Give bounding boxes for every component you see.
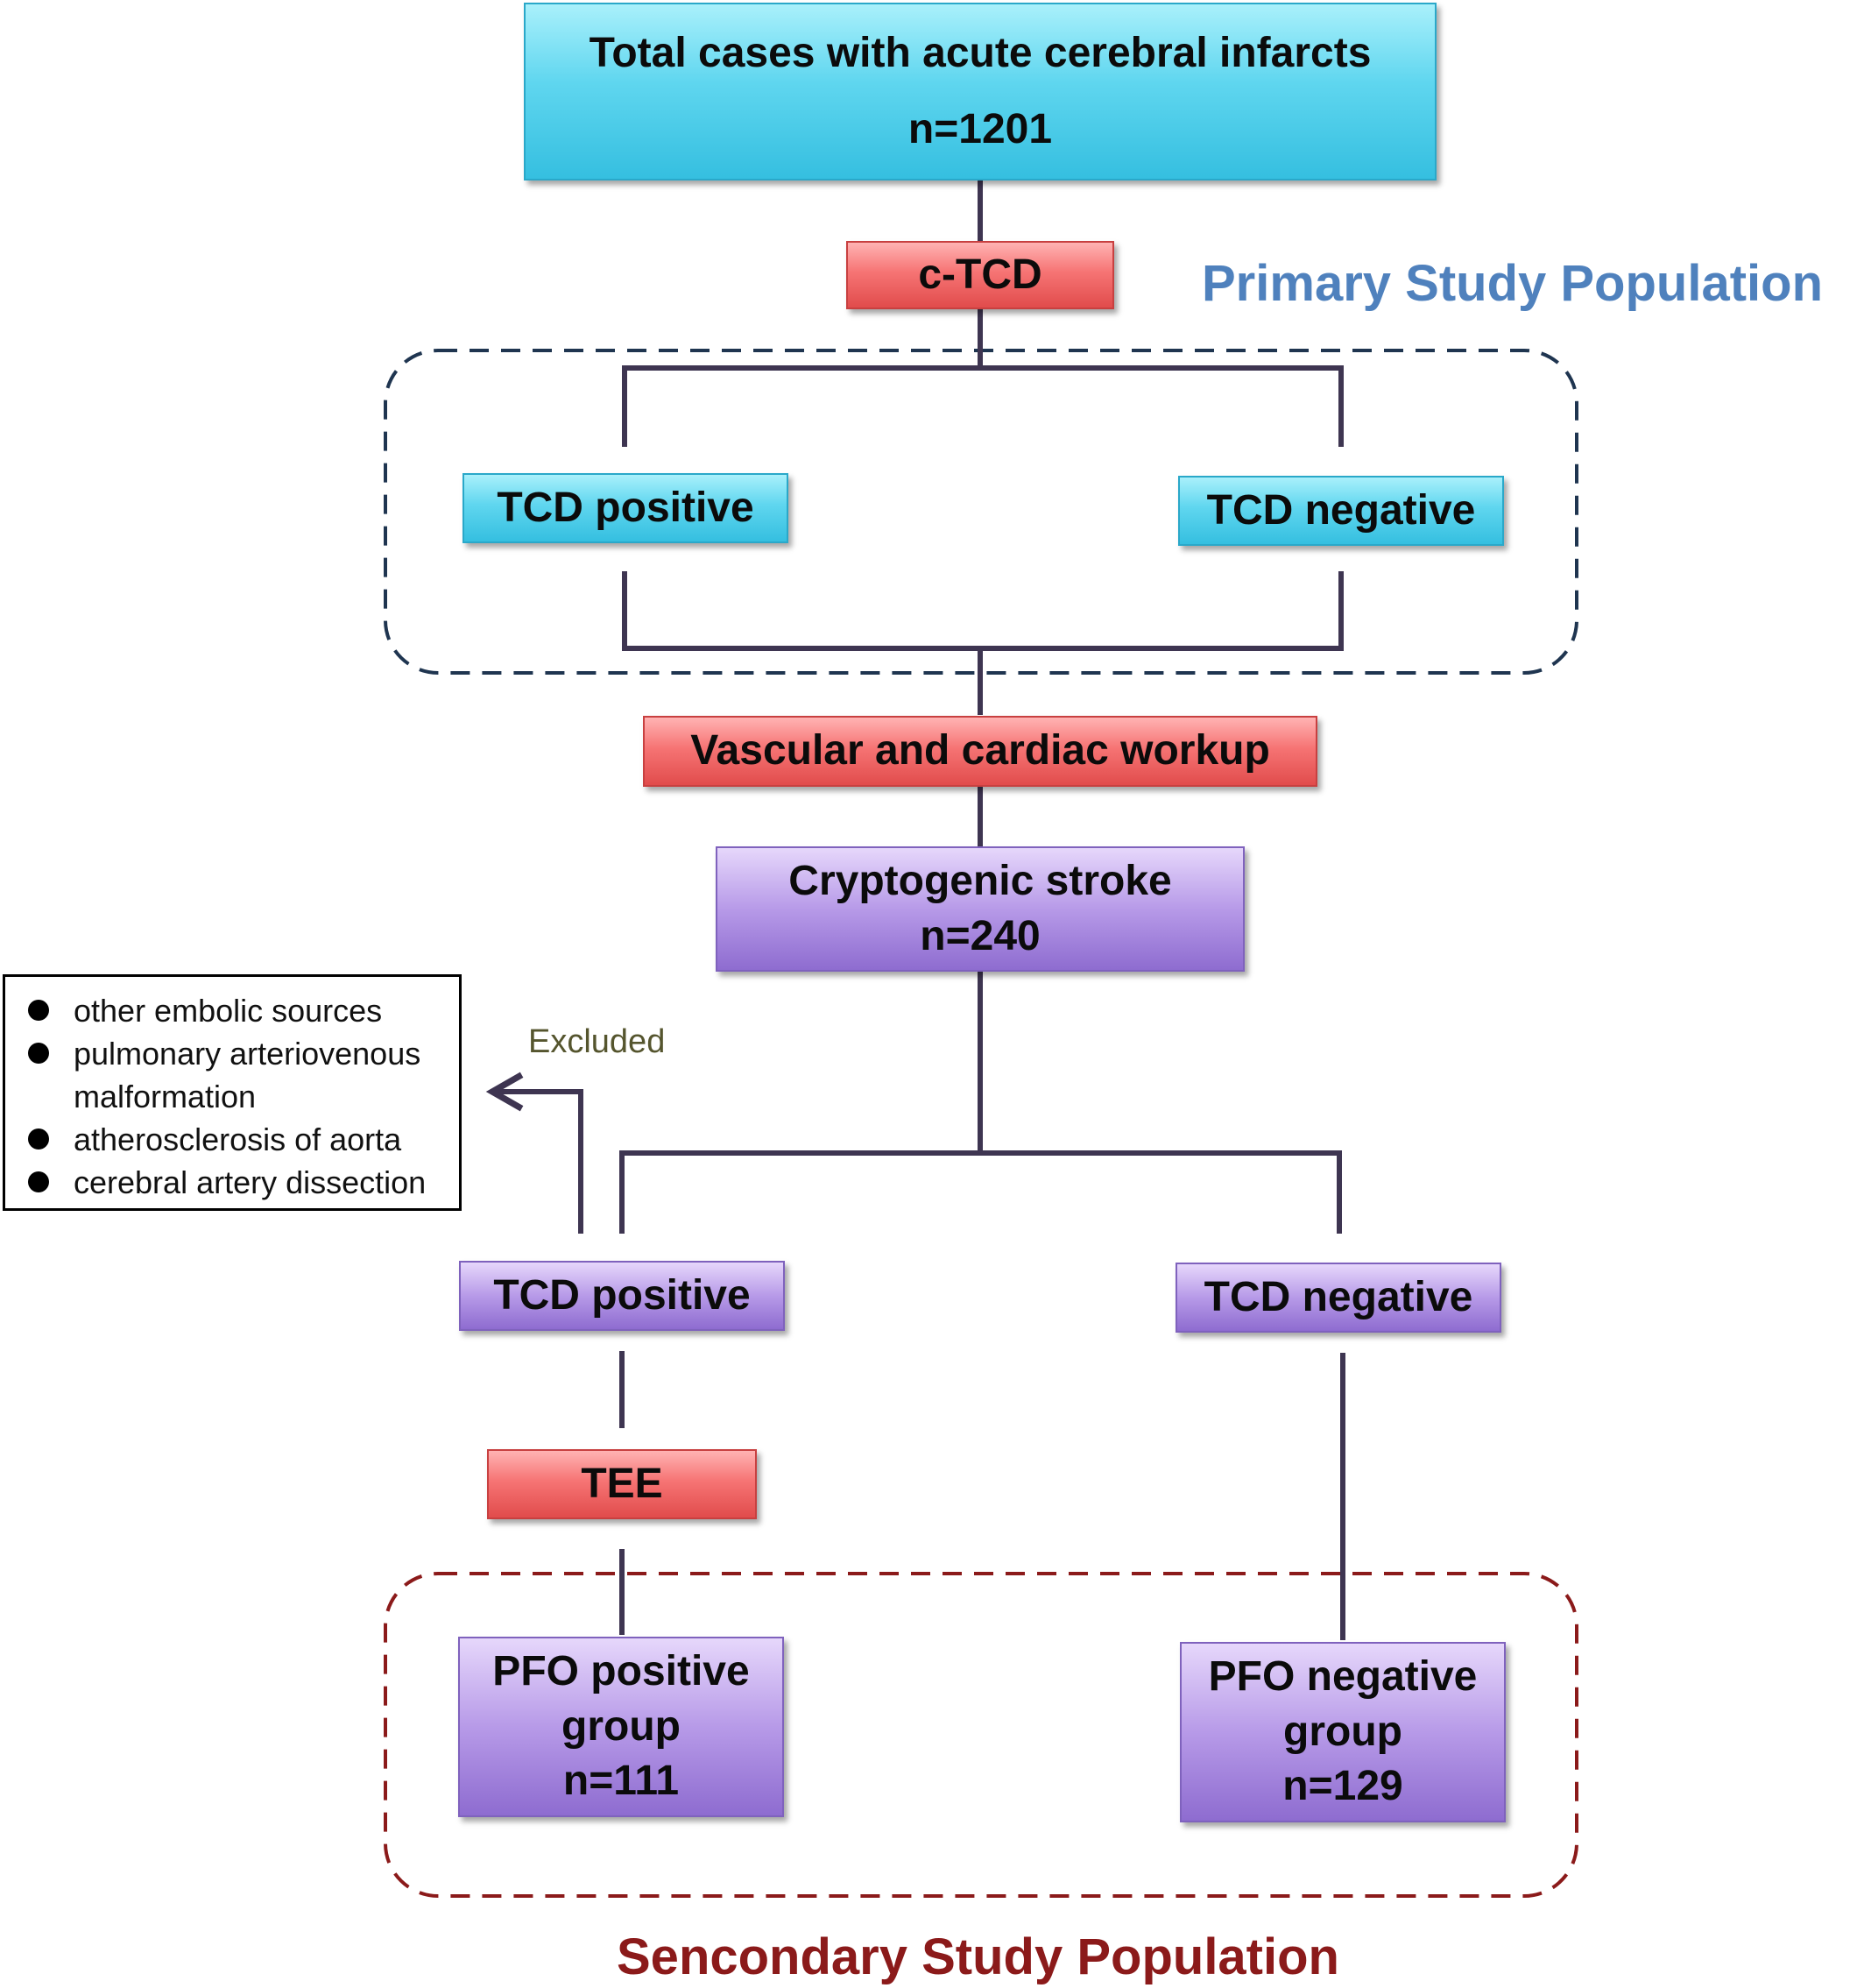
exclusion-item-continuation: malformation xyxy=(74,1079,257,1114)
excluded-label: Excluded xyxy=(528,1023,666,1060)
cryptogenic-stroke-title: Cryptogenic stroke xyxy=(788,858,1172,905)
connector-split-secondary xyxy=(619,1150,1342,1234)
connector-merge-primary xyxy=(622,571,1344,651)
bullet-icon xyxy=(28,1171,49,1192)
pfo-negative-title: PFO negative xyxy=(1208,1653,1478,1701)
tcd-positive-secondary-label: TCD positive xyxy=(493,1271,751,1319)
exclusion-list: other embolic sources pulmonary arteriov… xyxy=(25,989,459,1204)
bullet-icon xyxy=(28,1043,49,1064)
total-cases-count: n=1201 xyxy=(907,105,1053,152)
exclusion-list-box: other embolic sources pulmonary arteriov… xyxy=(3,974,462,1211)
exclusion-item: other embolic sources xyxy=(25,989,459,1032)
bullet-icon xyxy=(28,1000,49,1021)
pfo-negative-group-box: PFO negative group n=129 xyxy=(1180,1642,1506,1822)
ctcd-label: c-TCD xyxy=(918,251,1042,298)
pfo-negative-count: n=129 xyxy=(1282,1763,1403,1810)
excluded-arrow xyxy=(485,1072,583,1234)
primary-population-label: Primary Study Population xyxy=(1202,255,1823,312)
workup-box: Vascular and cardiac workup xyxy=(643,716,1317,787)
pfo-positive-title: PFO positive xyxy=(492,1648,750,1695)
tcd-negative-secondary-box: TCD negative xyxy=(1176,1263,1501,1333)
tcd-positive-secondary-box: TCD positive xyxy=(459,1261,785,1331)
secondary-population-region xyxy=(384,1572,1578,1898)
connector-split-primary xyxy=(622,365,1344,447)
exclusion-item: pulmonary arteriovenous xyxy=(25,1032,459,1075)
pfo-positive-group-box: PFO positive group n=111 xyxy=(458,1637,784,1817)
tcd-negative-primary-box: TCD negative xyxy=(1178,476,1504,546)
workup-label: Vascular and cardiac workup xyxy=(690,727,1270,775)
tcd-negative-primary-label: TCD negative xyxy=(1206,486,1476,534)
secondary-population-label: Sencondary Study Population xyxy=(617,1928,1339,1985)
tcd-positive-primary-label: TCD positive xyxy=(497,484,754,531)
total-cases-box: Total cases with acute cerebral infarcts… xyxy=(524,3,1437,180)
tcd-negative-secondary-label: TCD negative xyxy=(1204,1273,1473,1320)
total-cases-title: Total cases with acute cerebral infarcts xyxy=(589,29,1372,76)
ctcd-box: c-TCD xyxy=(846,241,1114,309)
exclusion-item: atherosclerosis of aorta xyxy=(25,1118,459,1161)
tee-label: TEE xyxy=(581,1460,663,1507)
cryptogenic-stroke-count: n=240 xyxy=(920,912,1041,959)
pfo-positive-count: n=111 xyxy=(562,1758,680,1805)
tcd-positive-primary-box: TCD positive xyxy=(462,473,788,543)
tee-box: TEE xyxy=(487,1449,757,1519)
bullet-icon xyxy=(28,1128,49,1150)
pfo-positive-subtitle: group xyxy=(561,1702,681,1750)
exclusion-item: cerebral artery dissection xyxy=(25,1161,459,1204)
pfo-negative-subtitle: group xyxy=(1283,1708,1402,1755)
cryptogenic-stroke-box: Cryptogenic stroke n=240 xyxy=(716,846,1245,972)
